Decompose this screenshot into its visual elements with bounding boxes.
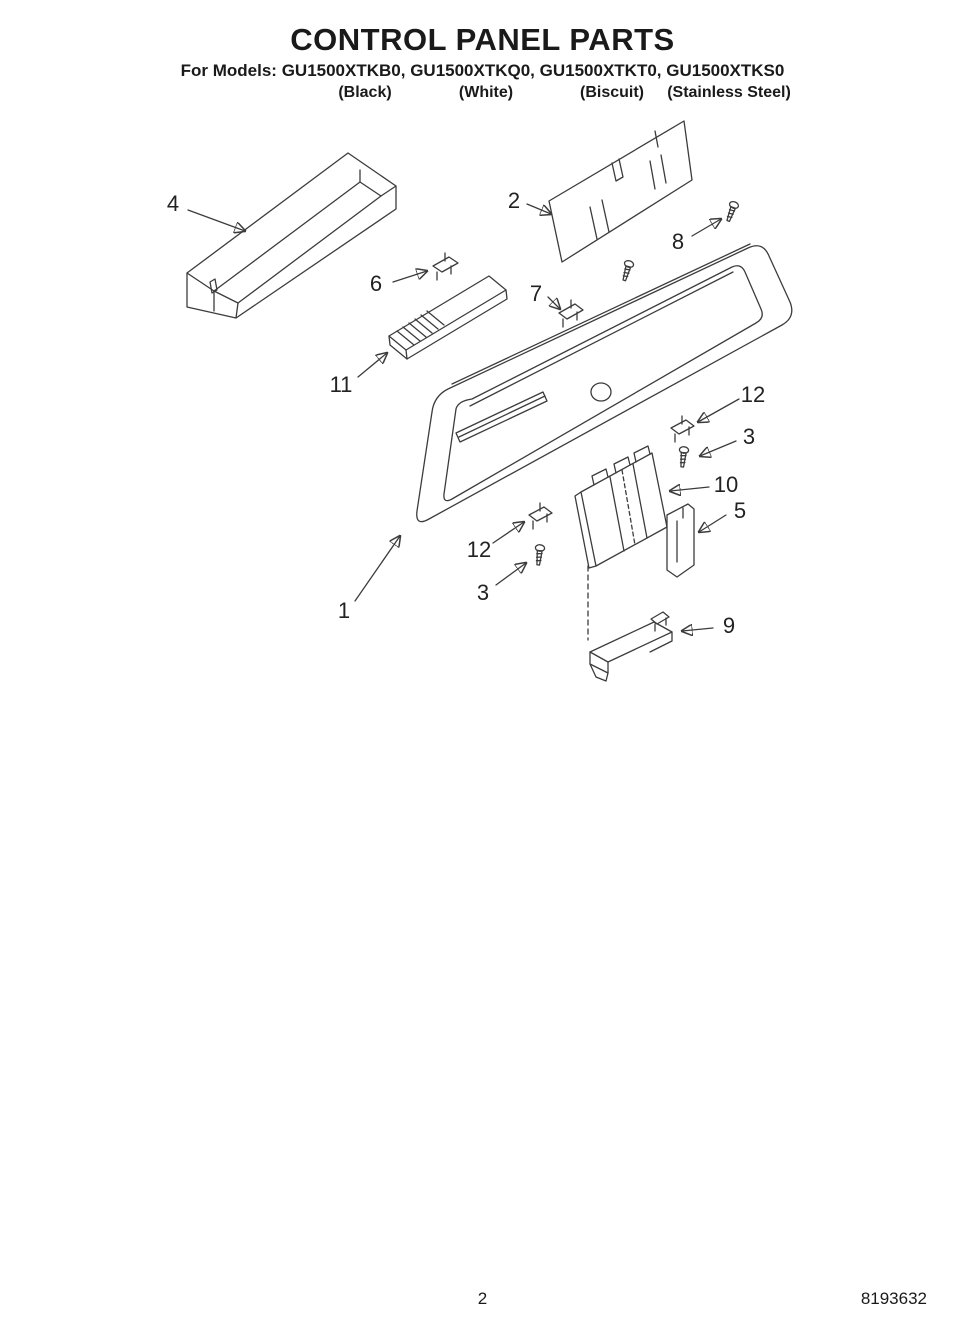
callout-part-2: 2 <box>508 188 520 213</box>
part-12-clip-left <box>528 502 553 530</box>
part-10-control-board <box>574 445 668 569</box>
part-1-control-panel <box>416 243 793 523</box>
leader-lines <box>187 203 740 631</box>
callout-part-3-right: 3 <box>743 424 755 449</box>
part-7-clip <box>558 299 584 328</box>
callout-part-8: 8 <box>672 229 684 254</box>
color-label-biscuit: (Biscuit) <box>580 84 644 101</box>
part-12-clip-right <box>670 415 695 443</box>
callout-labels: 4 2 6 7 8 11 12 3 10 5 12 3 1 9 <box>167 188 765 638</box>
page-number: 2 <box>477 1289 488 1308</box>
part-5-bracket <box>666 503 695 578</box>
part-3-screw-right <box>678 446 690 468</box>
callout-part-1: 1 <box>338 598 350 623</box>
part-2-bracket-sheet <box>548 120 693 263</box>
exploded-parts-diagram: 4 2 6 7 8 11 12 3 10 5 12 3 1 9 <box>167 120 793 682</box>
callout-part-4: 4 <box>167 191 179 216</box>
part-8-screw-upper <box>726 200 740 223</box>
callout-part-7: 7 <box>530 281 542 306</box>
callout-part-3-left: 3 <box>477 580 489 605</box>
part-9-access-bracket <box>589 611 673 682</box>
callout-part-9: 9 <box>723 613 735 638</box>
document-number: 8193632 <box>860 1289 927 1308</box>
color-label-stainless: (Stainless Steel) <box>667 84 791 101</box>
callout-part-11: 11 <box>330 372 353 397</box>
color-label-black: (Black) <box>338 84 392 101</box>
models-line: For Models: GU1500XTKB0, GU1500XTKQ0, GU… <box>180 61 785 80</box>
part-8-screw-lower <box>622 260 635 282</box>
callout-part-12-left: 12 <box>467 537 491 562</box>
part-11-insert-panel <box>388 275 508 360</box>
color-label-white: (White) <box>458 84 514 101</box>
callout-part-12-right: 12 <box>741 382 765 407</box>
part-6-clip <box>432 252 459 281</box>
callout-part-5: 5 <box>734 498 746 523</box>
callout-part-6: 6 <box>370 271 382 296</box>
part-4-console-end-cap <box>186 152 397 319</box>
part-3-screw-left <box>534 544 546 566</box>
callout-part-10: 10 <box>714 472 738 497</box>
page-title: CONTROL PANEL PARTS <box>290 22 675 57</box>
